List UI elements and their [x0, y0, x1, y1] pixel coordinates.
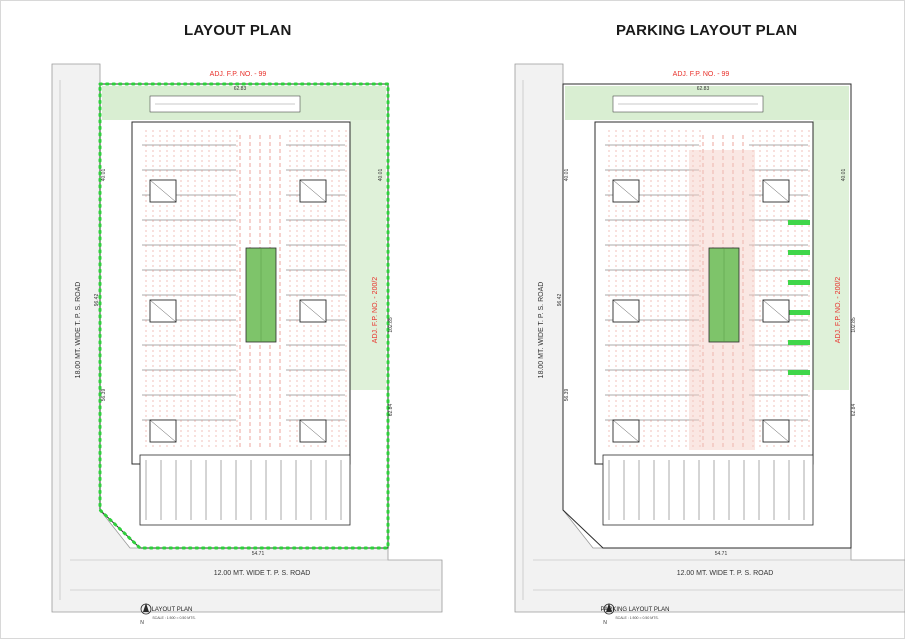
- road-south-label: 12.00 MT. WIDE T. P. S. ROAD: [677, 570, 774, 577]
- layout-plan-title: LAYOUT PLAN: [184, 22, 292, 39]
- north-label: N: [140, 620, 144, 626]
- dim-left-a-label: 40.01: [564, 169, 570, 182]
- core-cross-line: [762, 179, 790, 203]
- north-label: N: [603, 620, 607, 626]
- dim-left-b-label: 56.39: [101, 389, 107, 402]
- core-cross-line: [299, 299, 327, 323]
- shops-block: [602, 454, 814, 526]
- core-cross-line: [612, 419, 640, 443]
- parking-marker: [788, 310, 810, 315]
- dim-left-b-label: 56.39: [564, 389, 570, 402]
- plan-caption: LAYOUT PLAN: [152, 607, 193, 613]
- dim-right-a-label: 102.85: [851, 317, 857, 333]
- adj-east-label: ADJ. F.P. NO. - 200/2: [372, 277, 379, 344]
- core-cross-line: [299, 419, 327, 443]
- dim-left-a-label: 40.01: [101, 169, 107, 182]
- dim-top-label: 62.83: [234, 86, 247, 92]
- road-west-label: 18.00 MT. WIDE T. P. S. ROAD: [538, 282, 545, 379]
- road-west-label: 18.00 MT. WIDE T. P. S. ROAD: [75, 282, 82, 379]
- parking-layout-plan-title: PARKING LAYOUT PLAN: [616, 22, 798, 39]
- shops-block: [139, 454, 351, 526]
- parking-marker: [788, 250, 810, 255]
- north-arrow-icon: [143, 603, 149, 612]
- parking-marker: [788, 340, 810, 345]
- core-cross-line: [762, 299, 790, 323]
- dim-top-label: 62.83: [697, 86, 710, 92]
- building-outline: [594, 121, 814, 465]
- landscape-strip-east: [813, 120, 849, 390]
- core-cross-line: [612, 179, 640, 203]
- core-cross-line: [149, 299, 177, 323]
- core-cross-line: [149, 419, 177, 443]
- north-arrow-icon: [606, 603, 612, 612]
- dim-right-a-label: 102.85: [388, 317, 394, 333]
- core-cross-line: [762, 419, 790, 443]
- landscape-strip-east: [350, 120, 386, 390]
- dim-right-c-label: 40.01: [378, 169, 384, 182]
- adj-east-label: ADJ. F.P. NO. - 200/2: [835, 277, 842, 344]
- plan-scale: SCALE : 1:500 = 0.50 MTS.: [615, 616, 658, 620]
- core-cross-line: [612, 299, 640, 323]
- boundary-dotted-line: [98, 82, 390, 550]
- dim-right-c-label: 40.01: [841, 169, 847, 182]
- adj-north-label: ADJ. F.P. NO. - 99: [673, 71, 730, 78]
- core-cross-line: [299, 179, 327, 203]
- adj-north-label: ADJ. F.P. NO. - 99: [210, 71, 267, 78]
- dim-bottom-label: 54.71: [252, 551, 265, 557]
- road-south-label: 12.00 MT. WIDE T. P. S. ROAD: [214, 570, 311, 577]
- plan-caption: PARKING LAYOUT PLAN: [600, 607, 669, 613]
- parking-marker: [788, 220, 810, 225]
- dim-right-b-label: 62.84: [851, 404, 857, 417]
- dim-left-c-label: 96.42: [94, 294, 100, 307]
- plan-scale: SCALE : 1:500 = 0.50 MTS.: [152, 616, 195, 620]
- core-cross-line: [149, 179, 177, 203]
- parking-marker: [788, 280, 810, 285]
- building-outline: [131, 121, 351, 465]
- dim-left-c-label: 96.42: [557, 294, 563, 307]
- dim-bottom-label: 54.71: [715, 551, 728, 557]
- dim-right-b-label: 62.84: [388, 404, 394, 417]
- parking-marker: [788, 370, 810, 375]
